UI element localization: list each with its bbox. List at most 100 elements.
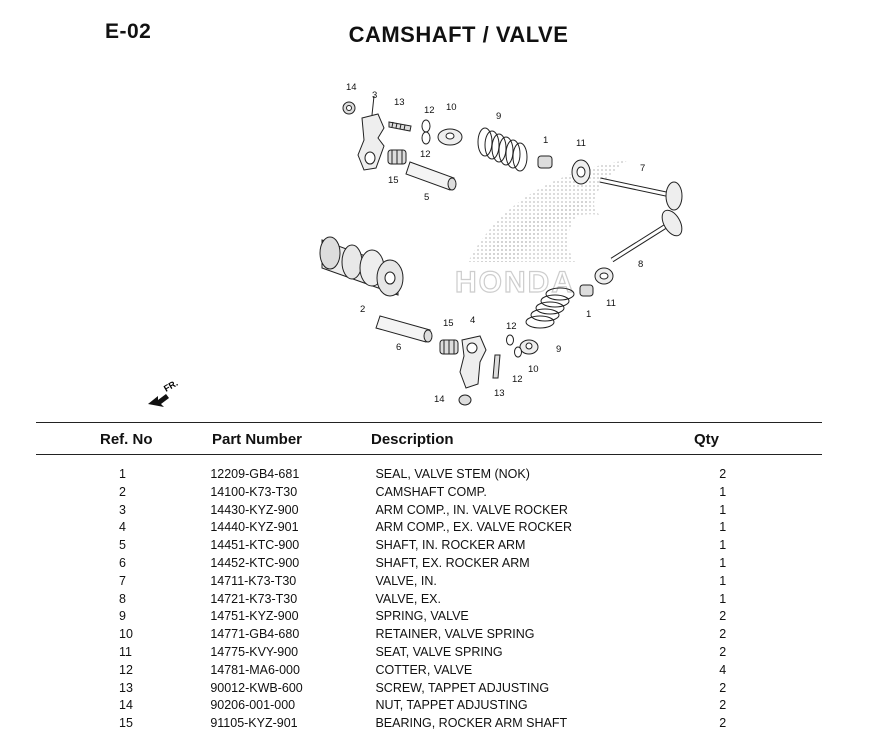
front-direction-arrow: FR. (148, 378, 180, 407)
callout-label: 12 (424, 105, 435, 116)
honda-watermark-text: HONDA (455, 266, 575, 299)
callout-label: 11 (606, 298, 616, 309)
part-number-cell: 14721-K73-T30 (210, 591, 298, 606)
qty-cell: 1 (719, 502, 727, 517)
exploded-parts-diagram: HONDA (148, 82, 683, 407)
part-number-cell: 14781-MA6-000 (210, 662, 300, 677)
qty-cell: 2 (719, 627, 727, 642)
part-number-cell: 90206-001-000 (210, 698, 296, 713)
callout-label: 2 (360, 304, 365, 315)
qty-cell: 1 (719, 538, 727, 553)
callout-label: 15 (443, 318, 454, 329)
rocker-bearing-top (387, 149, 407, 165)
part-number-cell: 91105-KYZ-901 (210, 716, 298, 731)
callout-label: 10 (528, 364, 539, 375)
description-cell: CAMSHAFT COMP. (375, 484, 487, 499)
description-cell: COTTER, VALVE (375, 662, 473, 677)
part-number-cell: 14451-KTC-900 (210, 538, 300, 553)
section-code: E-02 (105, 20, 152, 43)
callout-label: 12 (512, 374, 523, 385)
valve-cotter-top (421, 119, 431, 145)
qty-cell: 2 (719, 716, 727, 731)
ex-rocker-arm (459, 335, 487, 389)
ref-no-cell: 4 (119, 520, 126, 535)
spring-retainer-top (437, 128, 463, 146)
callout-label: 11 (576, 138, 586, 149)
exhaust-valve (610, 209, 683, 263)
qty-cell: 2 (719, 680, 727, 695)
page-title: CAMSHAFT / VALVE (348, 22, 569, 47)
callout-label: 14 (434, 394, 445, 405)
ref-no-cell: 5 (119, 538, 126, 553)
callout-label: 7 (640, 163, 645, 174)
qty-cell: 1 (719, 573, 727, 588)
callout-label: 13 (494, 388, 505, 399)
callout-label: 5 (424, 192, 429, 203)
table-row: 1 12209-GB4-681 SEAL, VALVE STEM (NOK) 2 (36, 466, 822, 484)
ref-no-cell: 9 (119, 609, 126, 624)
callout-label: 1 (543, 135, 548, 146)
description-cell: SPRING, VALVE (375, 609, 469, 624)
ref-no-cell: 7 (119, 573, 126, 588)
ref-no-cell: 8 (119, 591, 126, 606)
table-top-rule (36, 422, 822, 423)
part-number-cell: 14430-KYZ-900 (210, 502, 299, 517)
in-rocker-shaft (405, 161, 457, 191)
description-cell: VALVE, IN. (375, 573, 437, 588)
valve-cotter-lower (506, 334, 522, 358)
part-number-cell: 14771-GB4-680 (210, 627, 300, 642)
description-cell: BEARING, ROCKER ARM SHAFT (375, 716, 568, 731)
ref-no-cell: 6 (119, 555, 126, 570)
col-header-ref: Ref. No (100, 431, 153, 448)
qty-cell: 2 (719, 609, 727, 624)
tappet-nut-lower (458, 394, 472, 406)
description-cell: SEAL, VALVE STEM (NOK) (375, 467, 530, 481)
ref-no-cell: 10 (119, 627, 133, 642)
callout-label: 9 (496, 111, 501, 122)
part-number-cell: 14452-KTC-900 (210, 555, 300, 570)
callout-label: 9 (556, 344, 561, 355)
description-cell: SHAFT, EX. ROCKER ARM (375, 555, 530, 570)
valve-stem-seal-lower (579, 284, 594, 297)
ref-no-cell: 13 (119, 680, 133, 695)
callout-label: 1 (586, 309, 591, 320)
description-cell: SCREW, TAPPET ADJUSTING (375, 680, 550, 695)
col-header-part: Part Number (212, 431, 303, 448)
description-cell: RETAINER, VALVE SPRING (375, 627, 535, 642)
part-number-cell: 14751-KYZ-900 (210, 609, 299, 624)
ref-no-cell: 11 (119, 644, 132, 659)
callout-label: 12 (506, 321, 517, 332)
front-direction-label: FR. (162, 378, 180, 394)
spring-retainer-lower (519, 339, 539, 355)
table-header-rule (36, 454, 822, 455)
callout-label: 14 (346, 82, 357, 93)
ref-no-cell: 1 (119, 467, 126, 481)
qty-cell: 1 (719, 591, 727, 606)
qty-cell: 1 (719, 520, 727, 535)
callout-label: 6 (396, 342, 401, 353)
qty-cell: 2 (719, 467, 727, 481)
ref-no-cell: 12 (119, 662, 133, 677)
tappet-screw-lower (492, 354, 501, 379)
part-number-cell: 14711-K73-T30 (210, 573, 297, 588)
table-row: 7 14711-K73-T30 VALVE, IN. 1 (36, 573, 822, 591)
intake-valve (599, 177, 683, 211)
part-number-cell: 12209-GB4-681 (210, 467, 300, 481)
rocker-bearing-lower (439, 339, 459, 355)
ref-no-cell: 14 (119, 698, 133, 713)
qty-cell: 2 (719, 698, 727, 713)
col-header-qty: Qty (694, 431, 720, 448)
callout-label: 15 (388, 175, 399, 186)
part-number-cell: 14100-K73-T30 (210, 484, 298, 499)
callout-label: 12 (420, 149, 431, 160)
honda-wing-watermark: HONDA (454, 160, 628, 300)
description-cell: VALVE, EX. (375, 591, 441, 606)
ex-rocker-shaft (375, 315, 433, 343)
